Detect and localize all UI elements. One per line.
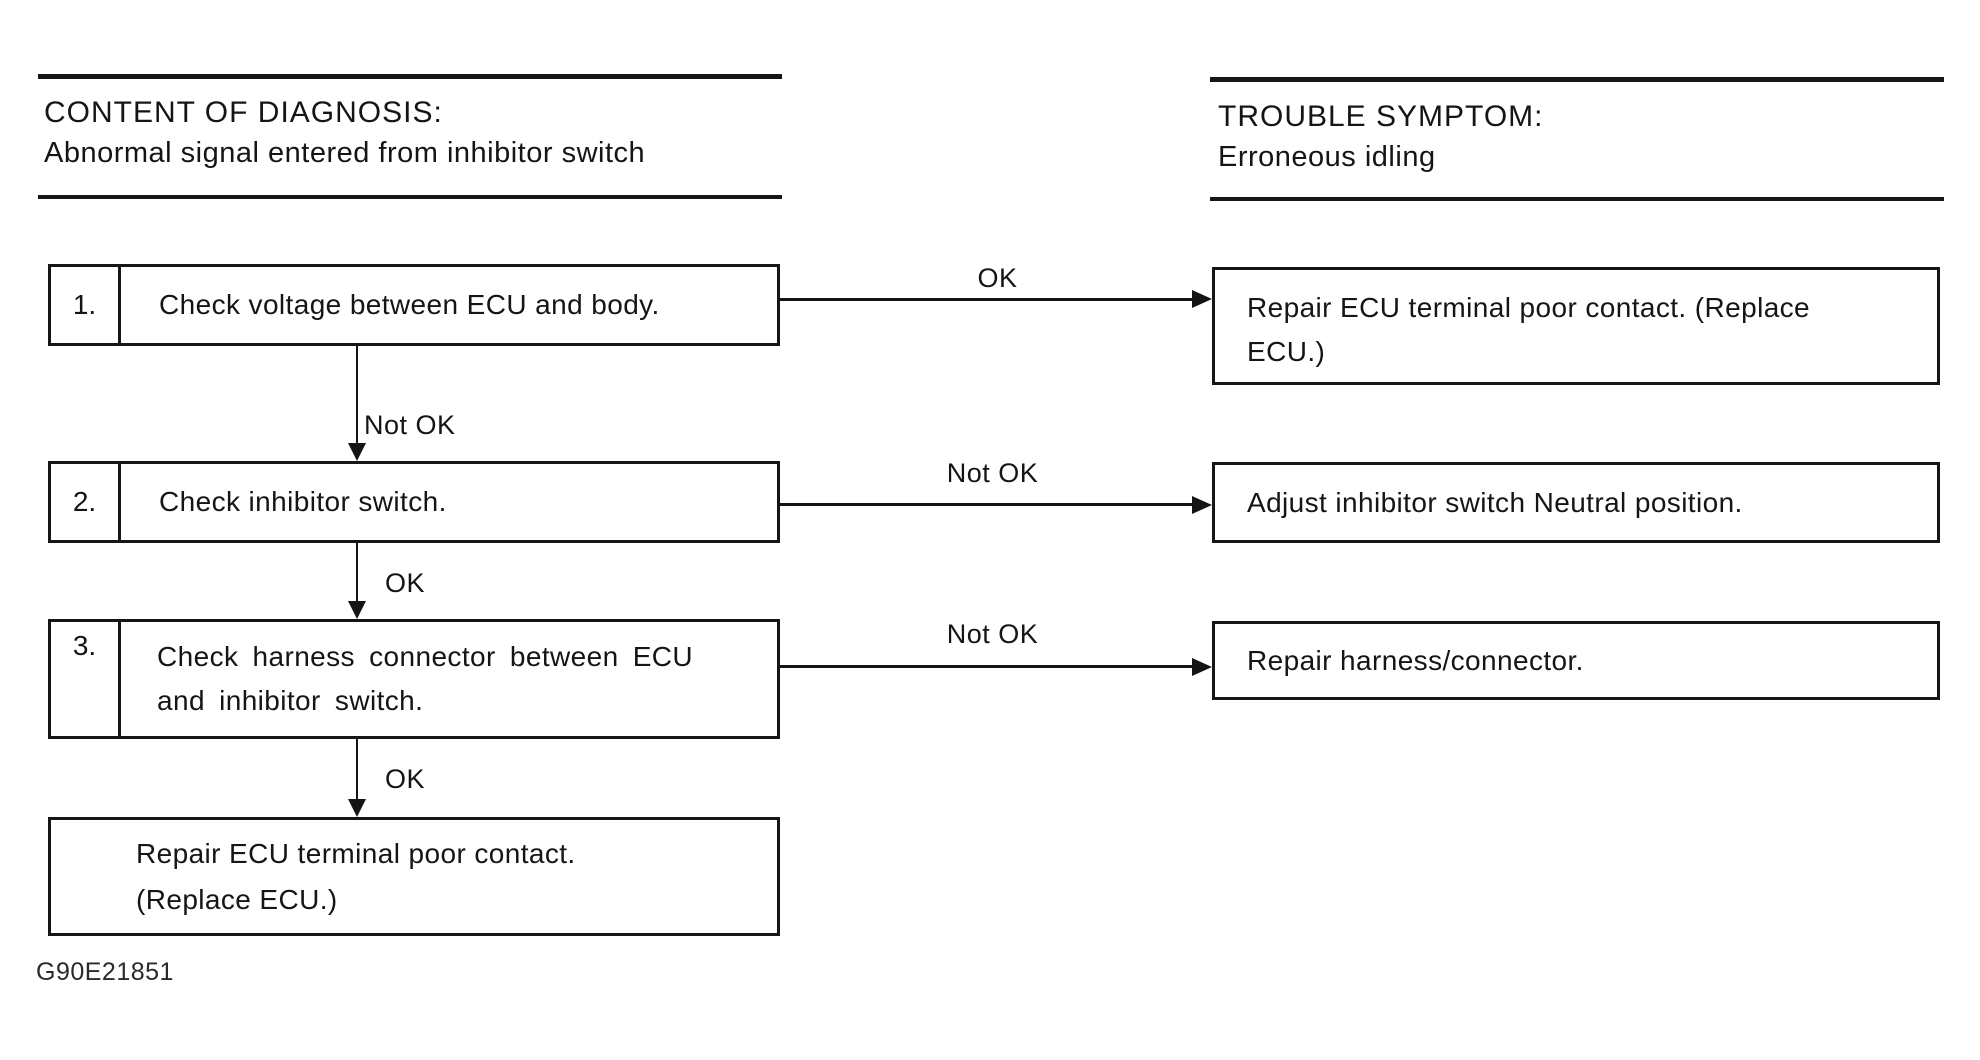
step1-result-text: Repair ECU terminal poor contact. (Repla… (1247, 292, 1811, 367)
step3-result-box: Repair harness/connector. (1212, 621, 1940, 700)
step2-branch-line (780, 503, 1192, 506)
step2-branch-label: Not OK (946, 458, 1039, 488)
step1-arrow-right-icon (1192, 290, 1212, 308)
step3-branch-label: Not OK (946, 619, 1039, 649)
step2-arrow-right-icon (1192, 496, 1212, 514)
step2-result-text: Adjust inhibitor switch Neutral position… (1247, 486, 1743, 518)
step1-branch-line (780, 298, 1192, 301)
step3-arrow-right-icon (1192, 658, 1212, 676)
step2-down-line (356, 543, 358, 601)
diagnosis-header-title: CONTENT OF DIAGNOSIS: (44, 96, 443, 129)
diagnosis-header-subtitle: Abnormal signal entered from inhibitor s… (44, 137, 646, 169)
symptom-header-subtitle: Erroneous idling (1218, 141, 1436, 173)
step3-down-label: OK (385, 764, 426, 794)
step3-branch-line (780, 665, 1192, 668)
symptom-header-title: TROUBLE SYMPTOM: (1218, 100, 1544, 133)
step1-check-box: 1. Check voltage between ECU and body. (48, 264, 780, 346)
step2-check-text: Check inhibitor switch. (159, 486, 447, 517)
step1-branch-label: OK (977, 263, 1018, 293)
step2-result-box: Adjust inhibitor switch Neutral position… (1212, 462, 1940, 543)
step1-down-label: Not OK (364, 410, 456, 440)
diagnosis-header-bottom-rule (38, 195, 782, 199)
figure-id: G90E21851 (36, 958, 174, 986)
step3-result-text: Repair harness/connector. (1247, 644, 1584, 676)
step1-result-box: Repair ECU terminal poor contact. (Repla… (1212, 267, 1940, 385)
step3-down-line (356, 739, 358, 799)
step1-check-text: Check voltage between ECU and body. (159, 289, 660, 320)
symptom-header-bottom-rule (1210, 197, 1944, 201)
diagnosis-header-top-rule (38, 74, 782, 79)
step2-down-label: OK (385, 568, 426, 598)
step1-arrow-down-icon (348, 443, 366, 461)
step2-arrow-down-icon (348, 601, 366, 619)
step1-number: 1. (51, 267, 121, 343)
symptom-header-top-rule (1210, 77, 1944, 82)
final-result-box: Repair ECU terminal poor contact.(Replac… (48, 817, 780, 936)
step1-down-line (356, 345, 358, 443)
step2-number: 2. (51, 464, 121, 540)
final-result-text: Repair ECU terminal poor contact.(Replac… (136, 837, 576, 915)
step2-check-box: 2. Check inhibitor switch. (48, 461, 780, 543)
step3-arrow-down-icon (348, 799, 366, 817)
step3-number: 3. (51, 622, 121, 736)
